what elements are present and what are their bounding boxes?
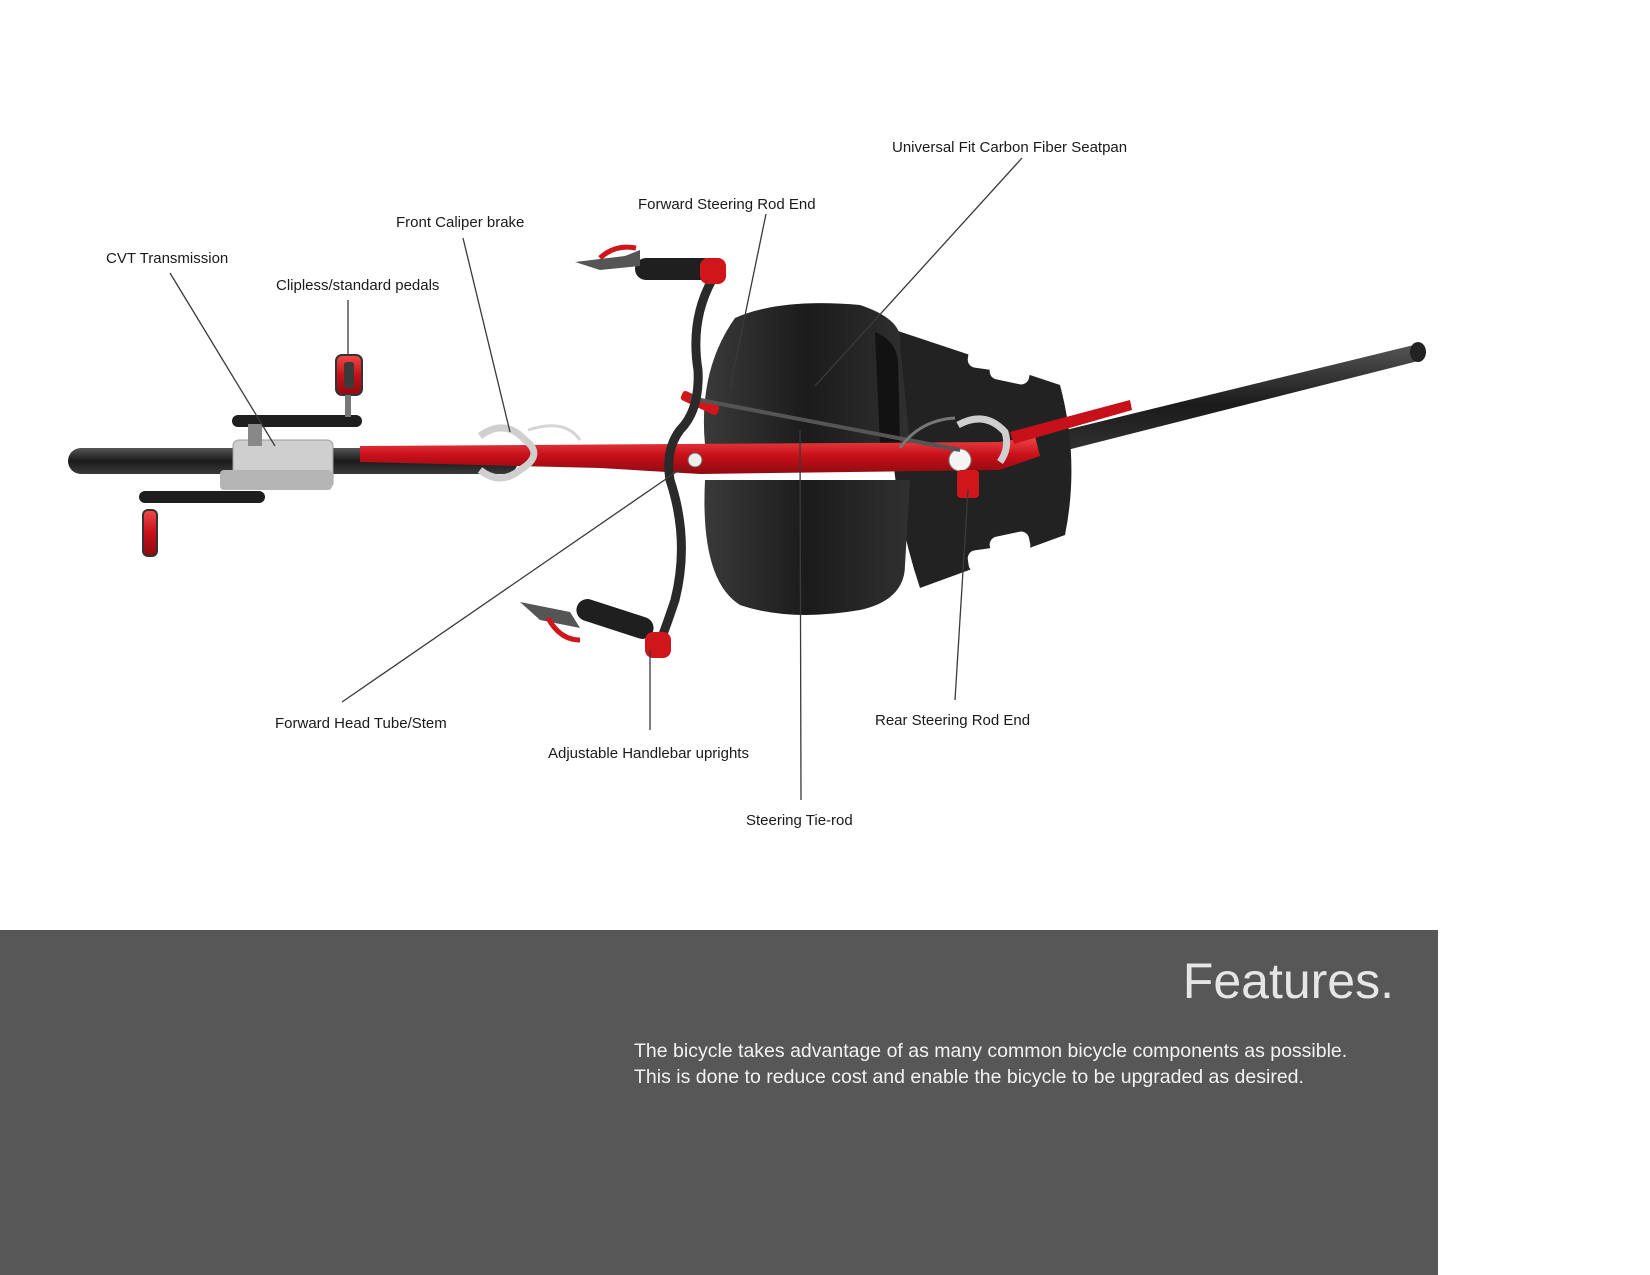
panel-description: The bicycle takes advantage of as many c…: [634, 1038, 1414, 1090]
bicycle-diagram: [68, 157, 1426, 801]
label-front-caliper-brake: Front Caliper brake: [396, 214, 525, 231]
panel-text-line-2: This is done to reduce cost and enable t…: [634, 1066, 1304, 1088]
label-forward-steering-rod-end: Forward Steering Rod End: [638, 196, 816, 213]
handlebars: [520, 244, 726, 658]
label-seatpan: Universal Fit Carbon Fiber Seatpan: [892, 139, 1128, 156]
leader-rear-rod: [954, 489, 969, 701]
label-pedals: Clipless/standard pedals: [276, 277, 440, 294]
panel-text-line-1: The bicycle takes advantage of as many c…: [634, 1040, 1348, 1062]
leader-lines: [169, 157, 1023, 801]
steering-tie-rod: [689, 396, 961, 452]
leader-head-tube: [341, 467, 683, 703]
label-steering-tie-rod: Steering Tie-rod: [746, 812, 853, 829]
panel-title: Features.: [1182, 953, 1394, 1009]
leader-cvt: [169, 272, 276, 447]
caliper-brakes: [477, 415, 1011, 482]
leader-front-caliper: [462, 237, 511, 433]
leader-forward-steering-rod-end: [729, 213, 767, 389]
rear-wheel: [1000, 342, 1426, 466]
label-cvt-transmission: CVT Transmission: [106, 250, 229, 267]
cvt-transmission: [139, 415, 362, 503]
features-panel: Features. The bicycle takes advantage of…: [0, 930, 1438, 1275]
label-handlebar-uprights: Adjustable Handlebar uprights: [548, 745, 749, 762]
leader-tie-rod: [799, 429, 802, 801]
leader-seatpan: [814, 157, 1023, 387]
pedals: [142, 354, 363, 557]
label-rear-steering-rod-end: Rear Steering Rod End: [875, 712, 1031, 729]
label-forward-head-tube: Forward Head Tube/Stem: [275, 715, 447, 732]
